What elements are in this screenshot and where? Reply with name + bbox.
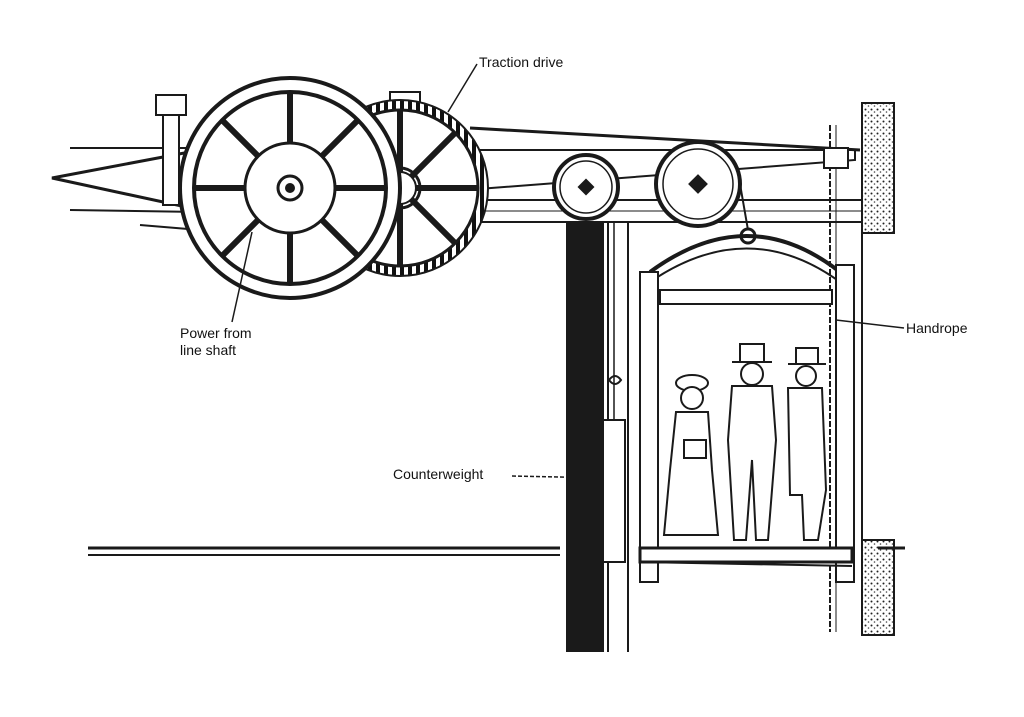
leader-handrope: [835, 319, 905, 329]
traction-drive-label: Traction drive: [479, 54, 564, 70]
counterweight: [602, 222, 626, 563]
passenger-woman: [662, 374, 720, 536]
floor-beam: [88, 546, 560, 556]
sheave-left: [552, 153, 620, 221]
leader-counterweight: [511, 475, 604, 479]
leader-lines: [231, 63, 905, 479]
power-from-line-shaft-label: Power from line shaft: [180, 325, 252, 358]
overhead-beam: [379, 126, 863, 223]
leader-traction-drive: [447, 63, 478, 113]
counterweight-label: Counterweight: [393, 466, 484, 482]
sheave-right: [654, 140, 742, 228]
passenger-man-right: [786, 347, 828, 541]
handrope-label: Handrope: [906, 320, 968, 336]
shaft-wall: [566, 222, 629, 652]
right-wall: [861, 102, 905, 636]
passenger-man-center: [726, 343, 778, 541]
line-shaft-pulley: [178, 76, 402, 300]
elevator-car: [638, 234, 855, 583]
leader-power-from-line-shaft: [231, 231, 253, 323]
